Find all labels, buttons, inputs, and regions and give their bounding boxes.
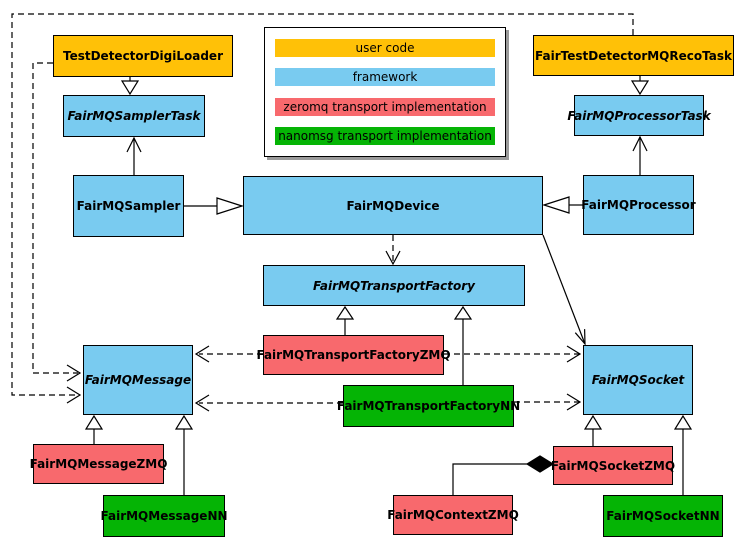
node-fairtestdetectormqrecotask: FairTestDetectorMQRecoTask (533, 35, 734, 76)
edge-factorynn-creates-message (194, 394, 343, 412)
node-fairmqdevice: FairMQDevice (243, 176, 543, 235)
legend-item-nanomsg: nanomsg transport implementation (275, 126, 495, 145)
edge-device-uses-socket (542, 234, 586, 346)
edge-messagenn-inherits-message (174, 414, 194, 495)
legend: user code framework zeromq transport imp… (264, 27, 506, 157)
edge-factoryzmq-inherits-factory (335, 305, 355, 335)
node-fairmqsocket: FairMQSocket (583, 345, 693, 415)
edge-recotask-inherits-processortask (630, 76, 650, 96)
node-fairmqmessagezmq: FairMQMessageZMQ (30, 444, 167, 484)
edge-sampler-uses-samplertask (126, 136, 142, 175)
edge-socketzmq-owns-contextzmq (452, 455, 555, 495)
edge-messagezmq-inherits-message (84, 414, 104, 444)
legend-item-zeromq: zeromq transport implementation (275, 97, 495, 116)
node-fairmqtransportfactory: FairMQTransportFactory (263, 265, 525, 306)
edge-factorynn-inherits-factory (453, 305, 473, 385)
legend-item-user-code: user code (275, 39, 495, 58)
node-fairmqsocketnn: FairMQSocketNN (603, 495, 723, 537)
edge-factorynn-creates-socket (514, 393, 582, 411)
legend-item-framework: framework (275, 68, 495, 87)
edge-socketzmq-inherits-socket (583, 414, 603, 446)
edge-factoryzmq-creates-socket (444, 345, 582, 363)
edge-factoryzmq-creates-message (194, 345, 263, 363)
node-fairmqprocessor: FairMQProcessor (581, 175, 696, 235)
edge-processor-to-device (542, 196, 583, 214)
edge-device-creates-factory (385, 235, 401, 266)
composition-diamond-icon (525, 455, 555, 473)
node-fairmqtransportfactorynn: FairMQTransportFactoryNN (337, 385, 520, 427)
edge-socketnn-inherits-socket (673, 414, 693, 495)
edge-digiloader-inherits-samplertask (120, 77, 140, 96)
node-fairmqsamplertask: FairMQSamplerTask (63, 95, 205, 137)
node-testdetectordigiloader: TestDetectorDigiLoader (53, 35, 233, 77)
node-fairmqprocessortask: FairMQProcessorTask (567, 95, 711, 136)
node-fairmqmessagenn: FairMQMessageNN (100, 495, 228, 537)
node-fairmqcontextzmq: FairMQContextZMQ (387, 495, 519, 535)
node-fairmqsocketzmq: FairMQSocketZMQ (551, 446, 675, 485)
node-fairmqsampler: FairMQSampler (73, 175, 184, 237)
edge-sampler-to-device (184, 197, 244, 215)
node-fairmqmessage: FairMQMessage (83, 345, 193, 415)
edge-processor-uses-processortask (632, 135, 648, 175)
node-fairmqtransportfactoryzmq: FairMQTransportFactoryZMQ (256, 335, 451, 375)
